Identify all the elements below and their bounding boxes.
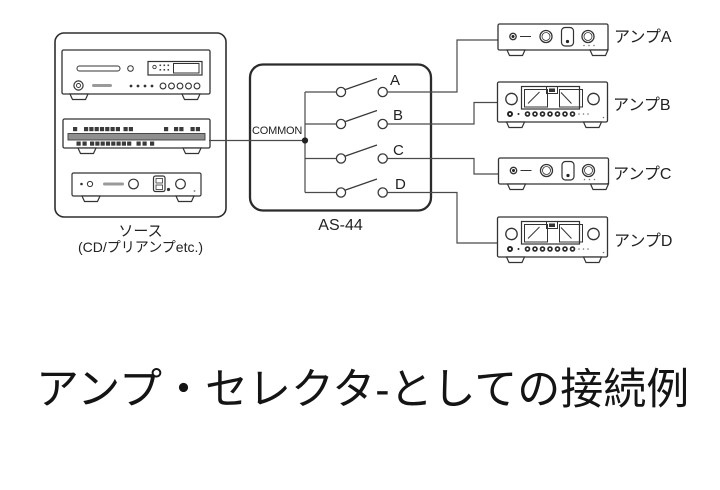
source-stack xyxy=(54,32,227,218)
switch-b-contact-right xyxy=(377,118,388,130)
wire-to-amp-a xyxy=(387,39,498,93)
switch-d-lever xyxy=(345,178,378,191)
amp-c-label: アンプC xyxy=(613,165,672,183)
common-junction-dot xyxy=(301,137,309,144)
amp-c-illustration xyxy=(499,158,609,190)
switch-contacts xyxy=(335,86,388,198)
source-sublabel: (CD/プリアンプetc.) xyxy=(77,239,204,255)
wire-to-amp-c xyxy=(387,157,498,175)
common-label: COMMON xyxy=(252,124,303,137)
switch-b-label: B xyxy=(393,107,404,124)
caption: アンプ・セレクタ-としての接続例 xyxy=(36,366,690,414)
amp-b-label: アンプB xyxy=(613,97,671,114)
switch-a-contact-left xyxy=(335,86,347,98)
wire-to-amp-b xyxy=(387,101,498,125)
selector-label: AS-44 xyxy=(318,217,363,234)
preamp-illustration xyxy=(71,172,202,203)
switch-c-lever xyxy=(345,144,378,157)
switch-c-contact-right xyxy=(377,153,388,164)
switch-a-contact-right xyxy=(377,86,388,98)
switch-d-label: D xyxy=(395,175,406,193)
switch-c-label: C xyxy=(393,142,404,159)
switch-b-lever xyxy=(345,109,378,123)
switch-b-contact-left xyxy=(335,118,347,130)
cd-player-illustration xyxy=(61,49,211,101)
switch-a-label: A xyxy=(390,72,401,89)
switch-d-contact-left xyxy=(335,187,347,198)
selector-box xyxy=(248,63,433,212)
amp-d-label: アンプD xyxy=(614,233,673,250)
amp-a-label: アンプA xyxy=(614,28,672,46)
amp-d-illustration xyxy=(498,217,608,263)
amp-b-illustration xyxy=(498,82,608,128)
switch-a-lever xyxy=(345,77,378,91)
amp-a-illustration xyxy=(498,24,608,56)
switch-levers xyxy=(345,77,378,191)
wire-to-amp-d xyxy=(387,191,498,244)
switch-c-contact-left xyxy=(335,153,347,164)
switch-d-contact-right xyxy=(377,187,388,198)
source-label: ソース xyxy=(118,223,163,240)
equalizer-illustration xyxy=(62,118,211,155)
